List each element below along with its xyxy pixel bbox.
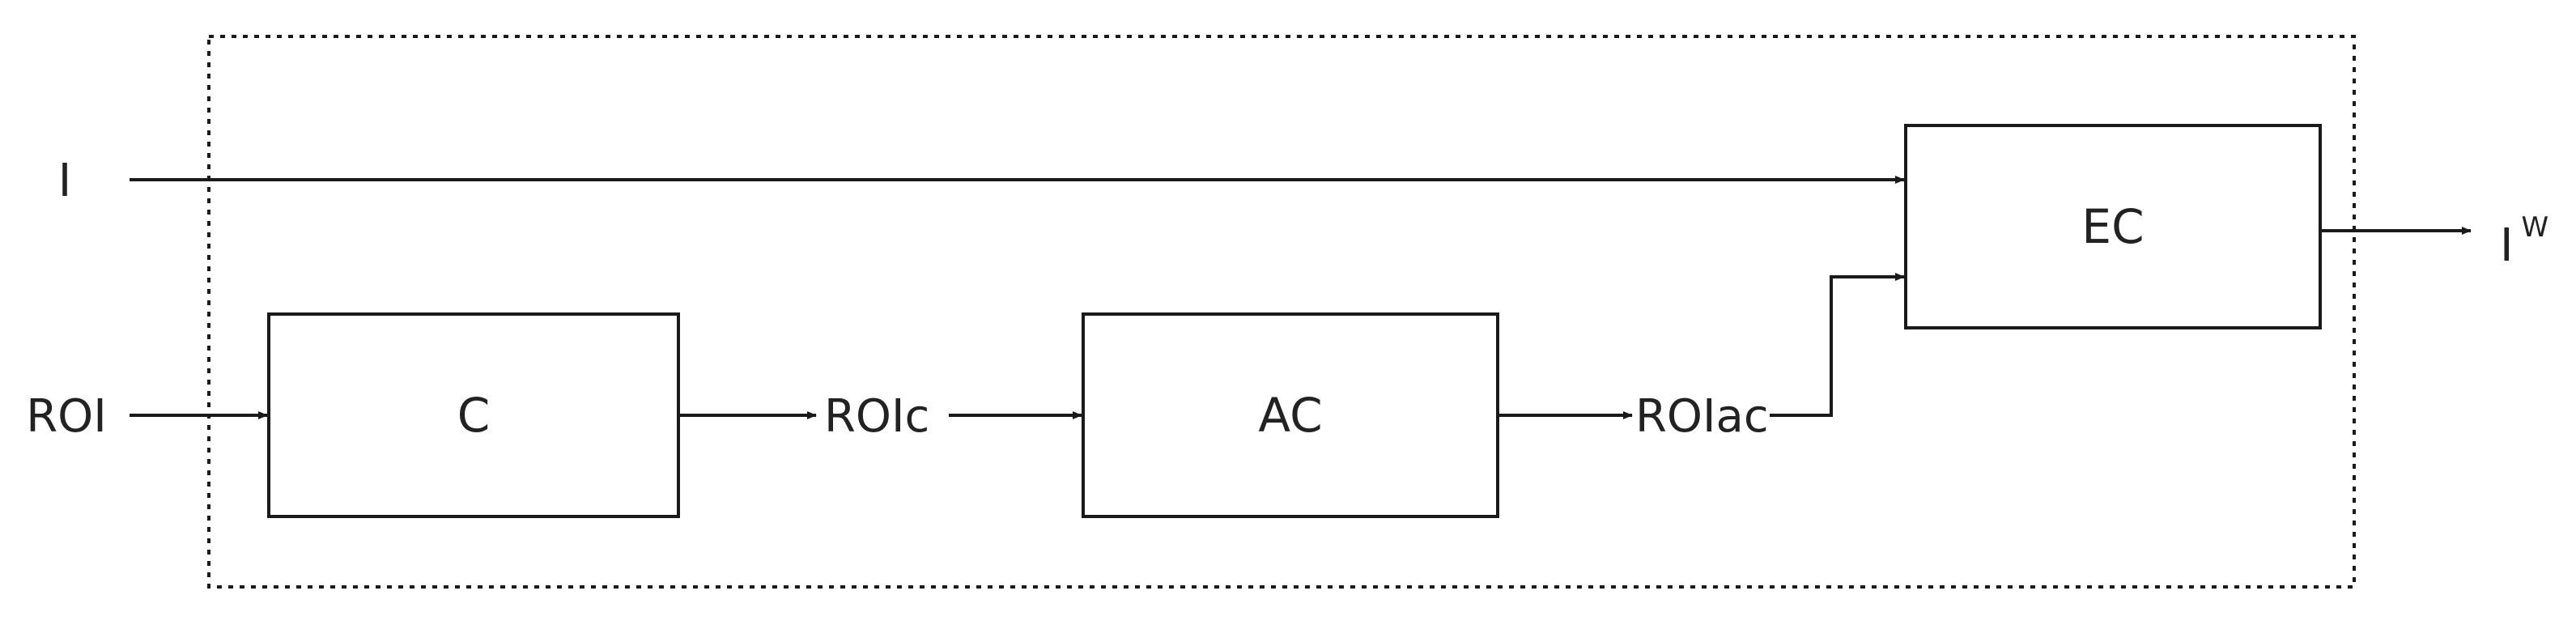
output-label-base: I bbox=[2500, 219, 2514, 272]
input-label-roi: ROI bbox=[26, 390, 107, 443]
signal-roic-suffix: c bbox=[905, 390, 930, 443]
output-label-superscript: W bbox=[2522, 211, 2549, 244]
system-boundary bbox=[207, 35, 2356, 589]
block-c-label: C bbox=[457, 388, 491, 443]
block-c bbox=[267, 312, 680, 518]
arrow-roiac-to-ec bbox=[1770, 273, 1905, 417]
block-ac bbox=[1082, 312, 1499, 518]
signal-label-roiac: ROIac bbox=[1635, 390, 1769, 443]
block-ec bbox=[1904, 124, 2322, 329]
signal-roiac-base: ROI bbox=[1635, 390, 1716, 443]
input-label-i: I bbox=[58, 155, 72, 207]
signal-roiac-suffix: ac bbox=[1716, 390, 1769, 443]
signal-label-roic: ROIc bbox=[824, 390, 929, 443]
block-ac-label: AC bbox=[1258, 388, 1322, 443]
signal-roic-base: ROI bbox=[824, 390, 905, 443]
block-ec-label: EC bbox=[2081, 199, 2144, 254]
